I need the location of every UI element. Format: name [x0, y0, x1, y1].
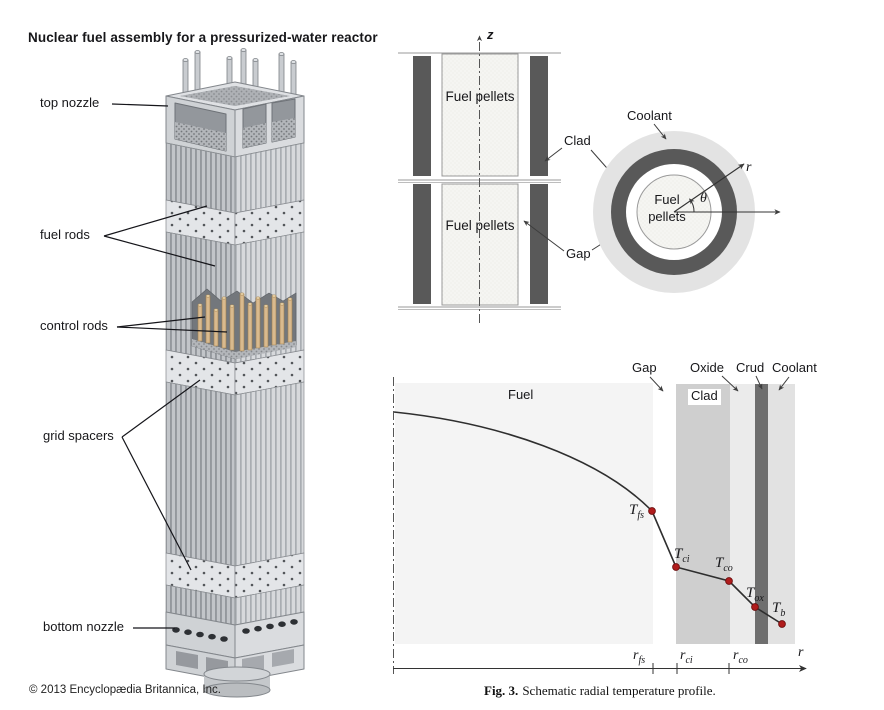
figure-title: Nuclear fuel assembly for a pressurized-…	[28, 30, 378, 45]
oxide-region	[730, 384, 755, 644]
caption-text: Schematic radial temperature profile.	[522, 683, 716, 698]
crud-region	[755, 384, 768, 644]
coolant-region	[768, 384, 795, 644]
theta-label: θ	[700, 191, 707, 206]
fuel-region	[395, 383, 653, 644]
control-rods-cutaway	[191, 288, 297, 360]
top-nozzle-drawing	[165, 81, 305, 158]
chart-label-fuel: Fuel	[508, 387, 534, 402]
label-top-nozzle: top nozzle	[40, 95, 100, 110]
temperature-profile-chart	[393, 375, 807, 674]
label-grid-spacers: grid spacers	[43, 428, 114, 443]
tick-label-rco: rco	[733, 648, 748, 666]
label-fuel-rods: fuel rods	[40, 227, 90, 242]
label-bottom-nozzle: bottom nozzle	[43, 619, 124, 634]
clad-region	[676, 384, 730, 644]
label-control-rods: control rods	[40, 318, 108, 333]
z-axis-label: z	[487, 27, 494, 42]
temp-label-Tb: Tb	[772, 600, 786, 619]
temp-label-Tfs: Tfs	[629, 502, 645, 521]
fuel-pellets-label-upper: Fuel pellets	[445, 89, 515, 104]
axis-ticks	[652, 663, 730, 674]
tick-label-rfs: rfs	[633, 648, 646, 666]
coolant-pointer-line	[653, 123, 667, 140]
axis-label-r: r	[798, 645, 804, 660]
radius-label: r	[746, 160, 752, 175]
bottom-nozzle-drawing	[165, 611, 305, 698]
theta-arc-arrow	[689, 198, 695, 213]
fuel-pellets-label-circle: Fuel pellets	[648, 192, 686, 224]
chart-label-crud: Crud	[736, 360, 765, 375]
temp-label-Tci: Tci	[674, 546, 690, 565]
radius-arrow	[673, 163, 745, 213]
label-clad: Clad	[564, 133, 591, 148]
assembly-label-lines	[103, 103, 228, 629]
caption-number: Fig. 3.	[484, 683, 519, 698]
temperature-points	[648, 507, 786, 628]
chart-label-oxide: Oxide	[690, 360, 724, 375]
temp-label-Tox: Tox	[746, 585, 764, 604]
region-pointer-lines	[649, 375, 790, 392]
figure-caption: Fig. 3.Schematic radial temperature prof…	[484, 683, 716, 699]
pellet-axial-diagram	[398, 35, 635, 323]
tick-label-rci: rci	[680, 648, 693, 666]
temp-label-Tco: Tco	[715, 555, 733, 574]
top-pins	[182, 48, 297, 99]
copyright-notice: © 2013 Encyclopædia Britannica, Inc.	[29, 684, 221, 696]
fuel-assembly-illustration	[103, 48, 305, 698]
temperature-curve	[393, 411, 783, 625]
clad-bars	[413, 56, 548, 304]
label-coolant: Coolant	[627, 108, 672, 123]
chart-label-clad: Clad	[688, 388, 721, 405]
chart-label-coolant: Coolant	[772, 360, 817, 375]
label-gap: Gap	[566, 246, 591, 261]
chart-label-gap: Gap	[632, 360, 657, 375]
fuel-pellets-label-lower: Fuel pellets	[445, 218, 515, 233]
pellet-cross-section-diagram	[593, 123, 781, 293]
